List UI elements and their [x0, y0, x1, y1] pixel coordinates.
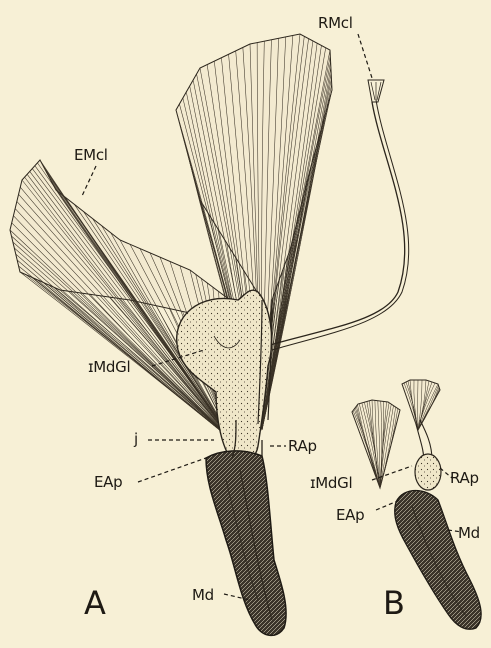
- mandibular-gland: [177, 290, 272, 462]
- panel-b-label-md: Md: [458, 524, 480, 542]
- label-eap: EAp: [94, 473, 122, 491]
- label-rap: RAp: [288, 437, 317, 455]
- panel-b-label-eap: EAp: [336, 506, 364, 524]
- panel-b-mandible: [395, 491, 481, 630]
- mandible: [206, 451, 286, 635]
- label-mdgl: ɪMdGl: [88, 358, 130, 376]
- panel-b-gland: [415, 454, 441, 490]
- panel-b-left-fan: [352, 400, 400, 488]
- label-emcl: EMcl: [74, 146, 108, 164]
- panel-b-label-rap: RAp: [450, 469, 479, 487]
- label-j: j: [133, 430, 138, 448]
- panel-a: RMcl EMcl ɪMdGl j RAp EAp Md A: [10, 14, 409, 635]
- label-rmcl: RMcl: [318, 14, 353, 32]
- label-md: Md: [192, 586, 214, 604]
- panel-b-label-mdgl: ɪMdGl: [310, 474, 352, 492]
- panel-letter-b: B: [383, 584, 405, 622]
- panel-letter-a: A: [84, 584, 106, 622]
- panel-b: ɪMdGl RAp EAp Md B: [310, 380, 481, 629]
- left-muscle-fan: [10, 160, 232, 440]
